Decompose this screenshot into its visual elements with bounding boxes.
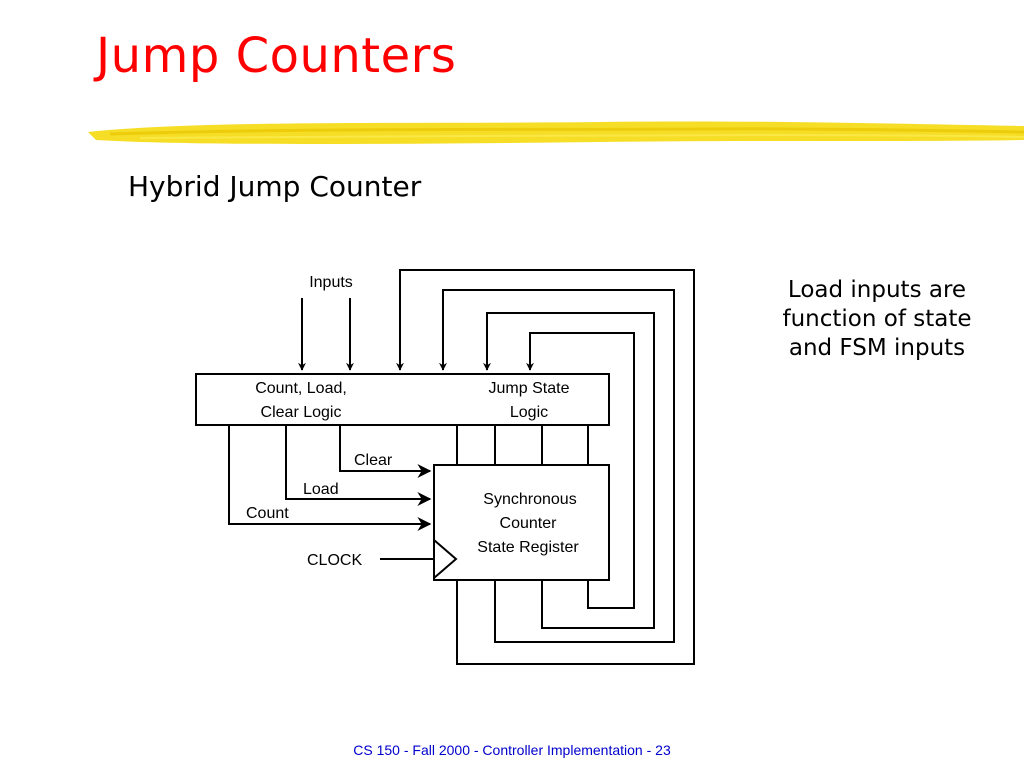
register-line1: Synchronous <box>483 491 576 508</box>
feedback-paths <box>396 269 695 665</box>
side-note-line: and FSM inputs <box>788 335 966 361</box>
highlighter-stroke <box>88 121 1024 144</box>
logic-left-line1: Count, Load, <box>255 380 347 397</box>
count-signal-label: Count <box>246 505 289 522</box>
load-signal-label: Load <box>303 481 339 498</box>
register-line2: Counter <box>500 515 558 532</box>
control-signals <box>228 425 434 560</box>
slide-footer: CS 150 - Fall 2000 - Controller Implemen… <box>353 742 671 758</box>
register-line3: State Register <box>477 539 579 556</box>
subtitle: Hybrid Jump Counter <box>128 170 422 203</box>
side-note-line: function of state <box>782 306 972 332</box>
side-note: Load inputs are function of state and FS… <box>752 276 1002 363</box>
logic-right-line1: Jump State <box>489 380 570 397</box>
logic-block <box>195 373 610 426</box>
load-data-lines <box>456 425 589 465</box>
clock-edge-triangle <box>433 539 458 579</box>
logic-left-line2: Clear Logic <box>261 404 342 421</box>
slide-title: Jump Counters <box>96 28 457 84</box>
register-block <box>433 464 610 581</box>
clear-signal-label: Clear <box>354 452 393 469</box>
inputs-label: Inputs <box>309 274 353 291</box>
side-note-line: Load inputs are <box>787 277 967 303</box>
clock-signal-label: CLOCK <box>307 552 362 569</box>
input-arrows <box>298 298 354 371</box>
logic-right-line2: Logic <box>510 404 548 421</box>
